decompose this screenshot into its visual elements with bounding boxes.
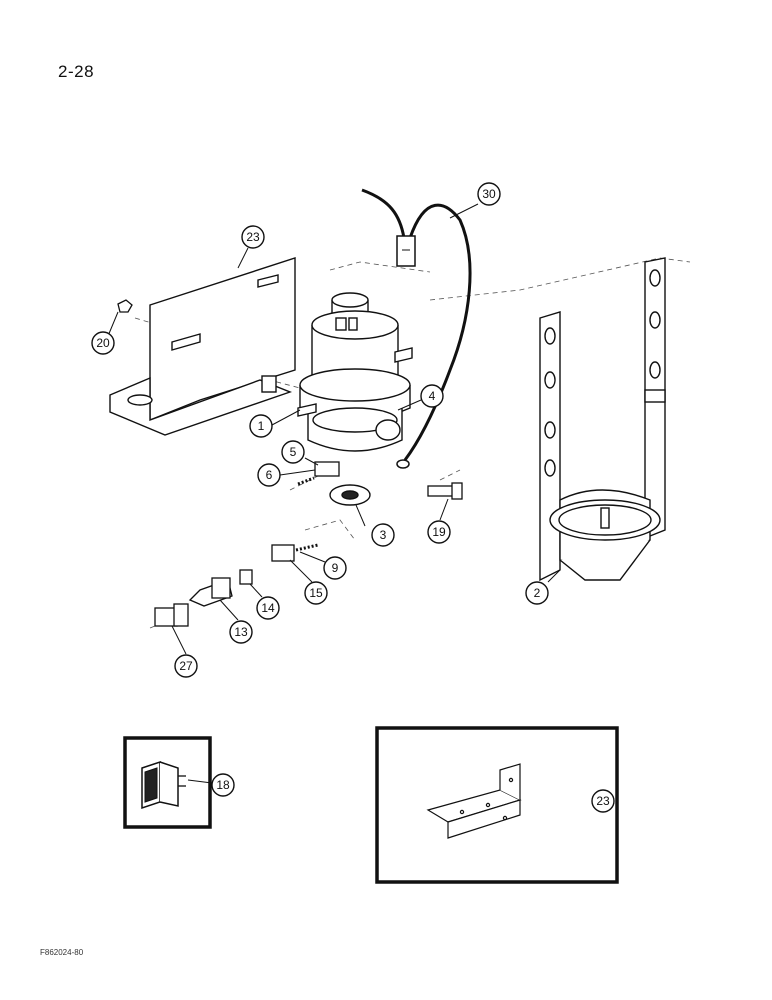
callout-23-inset: 23 [596, 794, 610, 808]
page-number: 2-28 [58, 62, 95, 81]
callout-18: 18 [216, 778, 230, 792]
fitting-parts-9-15-14 [239, 543, 319, 585]
nut-part-20 [117, 299, 133, 313]
callout-4: 4 [429, 389, 436, 403]
callout-leader-lines [107, 203, 561, 784]
inset-box-bracket [375, 726, 619, 884]
adapter-part-27 [154, 603, 189, 627]
callout-20: 20 [96, 336, 110, 350]
inset-box-switch [123, 736, 212, 829]
fitting-part-5-6 [297, 461, 340, 486]
sensor-part-13 [188, 577, 233, 607]
callout-5: 5 [290, 445, 297, 459]
callout-9: 9 [332, 561, 339, 575]
callout-13: 13 [234, 625, 248, 639]
mounting-bracket-part-23 [109, 257, 296, 436]
fuel-pump-assembly [297, 292, 413, 452]
callout-6: 6 [266, 468, 273, 482]
gasket-part-3 [329, 484, 371, 506]
bolt-part-19 [427, 482, 463, 500]
callout-23: 23 [246, 230, 260, 244]
callout-30: 30 [482, 187, 496, 201]
wiring-harness-part-30 [361, 188, 472, 469]
strap-bracket-part-2 [539, 257, 666, 582]
figure-code: F862024-80 [40, 948, 84, 957]
callout-circles [91, 182, 615, 813]
callout-1: 1 [258, 419, 265, 433]
callout-14: 14 [261, 601, 275, 615]
callout-27: 27 [179, 659, 193, 673]
callout-19: 19 [432, 525, 446, 539]
callout-15: 15 [309, 586, 323, 600]
callout-2: 2 [534, 586, 541, 600]
callout-3: 3 [380, 528, 387, 542]
